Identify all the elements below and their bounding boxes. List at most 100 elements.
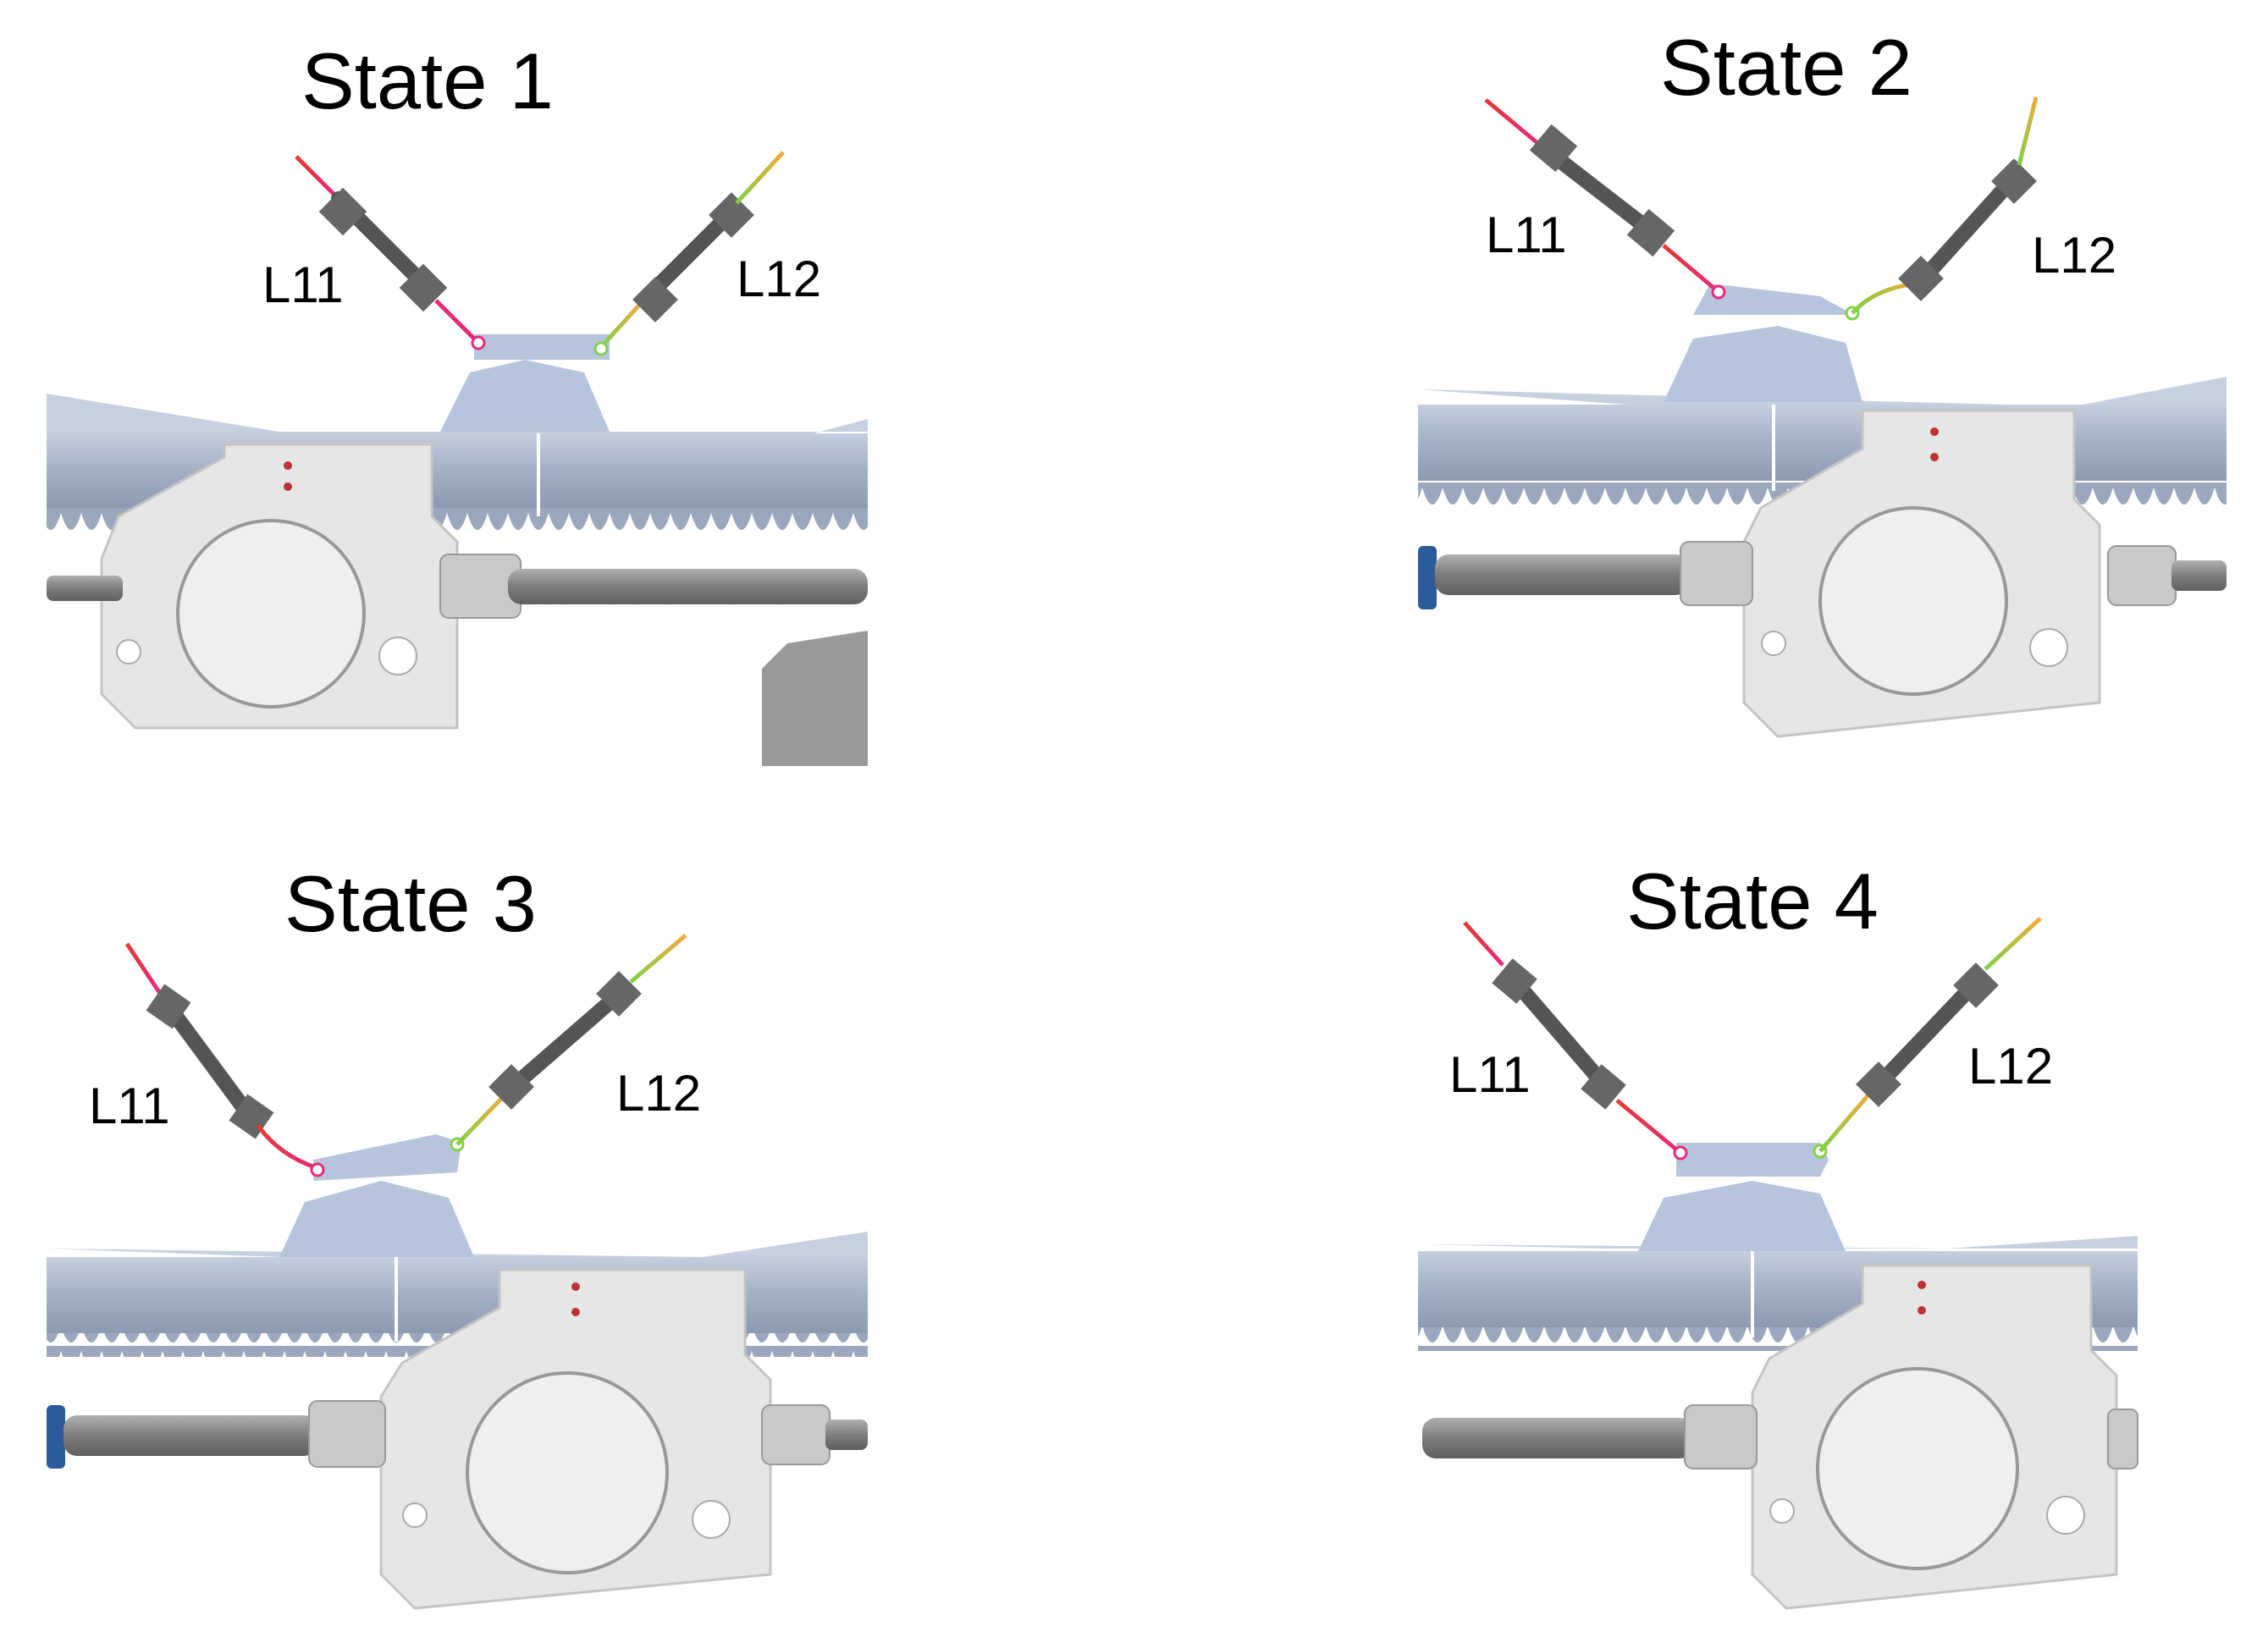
bolt-hole [402, 1502, 428, 1528]
drive-shaft-right [508, 569, 868, 604]
u-joint [2107, 1409, 2138, 1469]
bolt-hole [116, 639, 141, 664]
actuator-clevis [1856, 1061, 1901, 1107]
gearbox-wheel [466, 1371, 669, 1574]
label-l11: L11 [262, 256, 344, 313]
bolt-hole [378, 637, 417, 675]
bolt-hole [2046, 1496, 2085, 1535]
pivot-pin [1673, 1145, 1688, 1161]
rod-right [455, 1094, 505, 1146]
rod-tip-right [2017, 96, 2039, 166]
drive-shaft-left [1435, 554, 1689, 595]
actuator-clevis [1529, 124, 1578, 173]
rod-tip-right [629, 934, 687, 984]
rod-left [1662, 244, 1720, 294]
label-l12: L12 [1968, 1038, 2053, 1094]
label-l12: L12 [616, 1065, 701, 1122]
label-l11: L11 [89, 1078, 170, 1134]
state-title: State 1 [301, 36, 554, 125]
indicator-dot [1918, 1281, 1926, 1289]
rail-top [47, 394, 868, 436]
indicator-dot [571, 1282, 580, 1291]
state-title: State 3 [284, 859, 537, 948]
bracket-plate [279, 1181, 474, 1257]
rail-top [1418, 377, 2227, 406]
rod-right [599, 299, 645, 349]
rocker-link [474, 334, 610, 360]
label-l11: L11 [1486, 207, 1567, 263]
bolt-hole [1761, 631, 1786, 656]
actuator-l12 [1923, 179, 2014, 278]
indicator-dot [1930, 427, 1939, 436]
u-joint [761, 1404, 830, 1465]
indicator-dot [1918, 1306, 1926, 1315]
rod-left [1615, 1099, 1682, 1155]
drive-shaft-left [63, 1415, 317, 1456]
state-title: State 2 [1660, 23, 1912, 112]
end-cap [47, 1405, 65, 1469]
gearbox-wheel [176, 519, 366, 708]
pivot-pin [310, 1162, 325, 1177]
bracket-plate [440, 360, 610, 432]
actuator-l12 [644, 208, 736, 300]
indicator-dot [1930, 453, 1939, 461]
rod-right [1818, 1090, 1873, 1153]
u-joint [2107, 545, 2177, 606]
gearbox-wheel [1818, 506, 2008, 696]
rail-top [47, 1232, 868, 1257]
panel-state-3: State 3 L11 L12 [47, 859, 868, 1610]
gearbox-wheel [1816, 1367, 2019, 1570]
drive-shaft-right [2171, 560, 2227, 591]
rod-tip-right [735, 151, 785, 205]
state-title: State 4 [1626, 857, 1879, 946]
u-joint [1684, 1404, 1758, 1469]
actuator-clevis [146, 984, 191, 1029]
indicator-dot [284, 461, 292, 470]
label-l12: L12 [2032, 227, 2116, 284]
rod-tip-left [1463, 921, 1504, 967]
label-l11: L11 [1449, 1046, 1531, 1103]
u-joint [308, 1400, 386, 1468]
actuator-l11 [1508, 974, 1603, 1083]
rod-tip-left [295, 155, 340, 201]
actuator-l11 [162, 1000, 249, 1112]
rocker-link [1693, 284, 1854, 315]
bolt-hole [1769, 1498, 1795, 1524]
drive-shaft-left [47, 576, 123, 601]
u-joint [1680, 541, 1753, 606]
floor-block [762, 631, 868, 766]
bracket-plate [1664, 326, 1862, 402]
rod-left [434, 299, 480, 345]
bolt-hole [2029, 628, 2068, 667]
pivot-pin [1711, 284, 1726, 300]
actuator-clevis [1492, 958, 1537, 1004]
rod-tip-left [1484, 98, 1538, 144]
actuator-clevis [1581, 1064, 1626, 1110]
drive-shaft-right [825, 1420, 868, 1450]
bracket-plate [1638, 1181, 1846, 1251]
rocker-link [1676, 1143, 1829, 1177]
bolt-hole [692, 1500, 731, 1539]
actuator-clevis [632, 277, 678, 323]
panel-state-4: State 4 L11 L12 [1418, 857, 2138, 1610]
pivot-pin [593, 341, 609, 356]
panel-state-2: State 2 L11 L12 [1418, 23, 2227, 738]
indicator-dot [571, 1308, 580, 1316]
actuator-l12 [1876, 983, 1976, 1087]
actuator-clevis [1626, 208, 1675, 257]
rod-left [256, 1124, 318, 1171]
actuator-l11 [1542, 145, 1650, 232]
rod-tip-right [1984, 917, 2042, 971]
end-cap [1418, 546, 1437, 609]
actuator-l12 [509, 991, 621, 1091]
pivot-pin [471, 335, 486, 350]
indicator-dot [284, 482, 292, 491]
rocker-link [313, 1134, 461, 1181]
panel-state-1: State 1 L11 [47, 36, 868, 766]
label-l12: L12 [737, 251, 821, 307]
rail [1418, 405, 2227, 481]
drive-shaft-left [1422, 1418, 1693, 1458]
actuator-clevis [229, 1094, 274, 1139]
rod-tip-left [124, 942, 163, 996]
